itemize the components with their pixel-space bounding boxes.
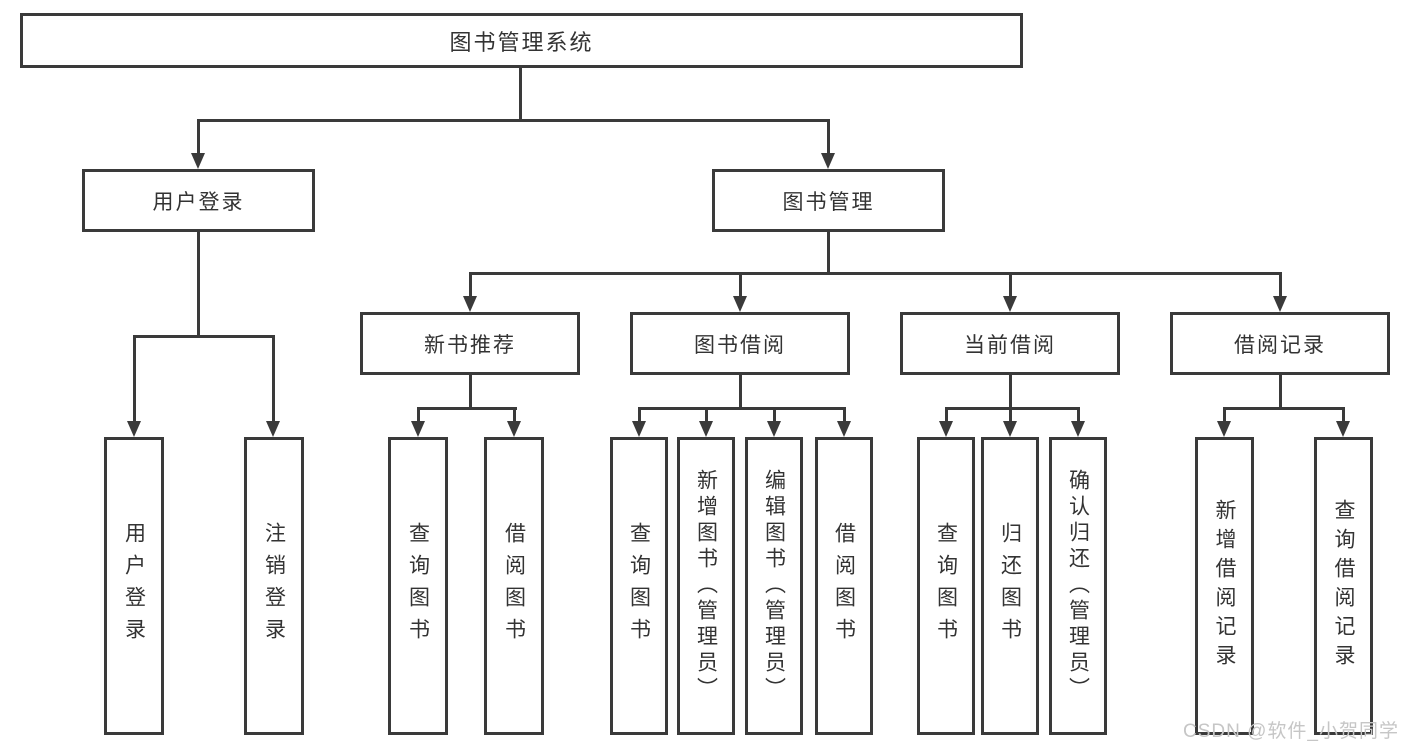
leaf-query-books-1: 查询图书 — [388, 437, 448, 735]
arrowhead-book-borrow — [733, 296, 747, 312]
arrowhead-return-book — [1003, 421, 1017, 437]
connector-stem-logout-leaf — [272, 335, 275, 423]
connector-user-login-hline — [133, 335, 275, 338]
node-new-book-recommend: 新书推荐 — [360, 312, 580, 375]
connector-stem-query-books-1 — [417, 407, 420, 423]
connector-stem-add-book — [705, 407, 708, 423]
arrowhead-borrow-books-1 — [507, 421, 521, 437]
connector-stem-current-borrow — [1009, 272, 1012, 298]
arrowhead-current-borrow — [1003, 296, 1017, 312]
node-current-borrow: 当前借阅 — [900, 312, 1120, 375]
arrowhead-add-book — [699, 421, 713, 437]
arrowhead-borrow-records — [1273, 296, 1287, 312]
connector-stem-book-management — [827, 119, 830, 155]
connector-stem-user-login — [197, 119, 200, 155]
node-library-system: 图书管理系统 — [20, 13, 1023, 68]
leaf-add-book-admin-label: 新增图书（管理员） — [694, 469, 718, 703]
arrowhead-login-leaf — [127, 421, 141, 437]
leaf-logout: 注销登录 — [244, 437, 304, 735]
connector-book-mgmt-vline — [827, 232, 830, 274]
leaf-query-books-3-label: 查询图书 — [934, 522, 958, 650]
leaf-edit-book-admin: 编辑图书（管理员） — [745, 437, 803, 735]
leaf-return-book: 归还图书 — [981, 437, 1039, 735]
leaf-borrow-books-2: 借阅图书 — [815, 437, 873, 735]
node-book-management-label: 图书管理 — [782, 190, 875, 214]
node-borrow-records-label: 借阅记录 — [1234, 333, 1326, 357]
arrowhead-query-books-3 — [939, 421, 953, 437]
connector-stem-query-record — [1342, 407, 1345, 423]
connector-current-borrow-hline — [945, 407, 1080, 410]
connector-stem-borrow-books-2 — [843, 407, 846, 423]
leaf-user-login-label: 用户登录 — [122, 522, 146, 650]
connector-stem-query-books-3 — [945, 407, 948, 423]
leaf-confirm-return-admin-label: 确认归还（管理员） — [1066, 469, 1090, 703]
leaf-add-borrow-record: 新增借阅记录 — [1195, 437, 1254, 735]
node-book-borrow-label: 图书借阅 — [694, 333, 786, 357]
node-user-login: 用户登录 — [82, 169, 315, 232]
leaf-add-borrow-record-label: 新增借阅记录 — [1213, 499, 1236, 673]
connector-stem-return-book — [1009, 407, 1012, 423]
node-book-management: 图书管理 — [712, 169, 945, 232]
csdn-watermark: CSDN @软件_小贺同学 — [1183, 721, 1399, 742]
leaf-confirm-return-admin: 确认归还（管理员） — [1049, 437, 1107, 735]
connector-stem-borrow-books-1 — [513, 407, 516, 423]
leaf-query-books-2-label: 查询图书 — [627, 522, 651, 650]
arrowhead-user-login — [191, 153, 205, 169]
arrowhead-book-management — [821, 153, 835, 169]
arrowhead-new-book — [463, 296, 477, 312]
leaf-add-book-admin: 新增图书（管理员） — [677, 437, 735, 735]
connector-stem-confirm-return — [1077, 407, 1080, 423]
node-library-system-label: 图书管理系统 — [449, 29, 594, 55]
connector-borrow-records-hline — [1223, 407, 1345, 410]
connector-book-borrow-vline — [739, 375, 742, 409]
connector-stem-login-leaf — [133, 335, 136, 423]
leaf-edit-book-admin-label: 编辑图书（管理员） — [762, 469, 786, 703]
node-current-borrow-label: 当前借阅 — [964, 333, 1056, 357]
arrowhead-logout-leaf — [266, 421, 280, 437]
leaf-borrow-books-1: 借阅图书 — [484, 437, 544, 735]
connector-book-mgmt-hline — [469, 272, 1282, 275]
arrowhead-confirm-return — [1071, 421, 1085, 437]
arrowhead-borrow-books-2 — [837, 421, 851, 437]
connector-stem-add-record — [1223, 407, 1226, 423]
node-book-borrow: 图书借阅 — [630, 312, 850, 375]
leaf-query-books-1-label: 查询图书 — [406, 522, 430, 650]
connector-current-borrow-vline — [1009, 375, 1012, 409]
leaf-borrow-books-2-label: 借阅图书 — [832, 522, 856, 650]
leaf-logout-label: 注销登录 — [262, 522, 286, 650]
leaf-user-login: 用户登录 — [104, 437, 164, 735]
connector-root-hline — [197, 119, 830, 122]
arrowhead-add-record — [1217, 421, 1231, 437]
connector-stem-query-books-2 — [638, 407, 641, 423]
connector-stem-book-borrow — [739, 272, 742, 298]
node-borrow-records: 借阅记录 — [1170, 312, 1390, 375]
leaf-query-borrow-record: 查询借阅记录 — [1314, 437, 1373, 735]
connector-stem-edit-book — [773, 407, 776, 423]
leaf-query-borrow-record-label: 查询借阅记录 — [1332, 499, 1355, 673]
connector-borrow-records-vline — [1279, 375, 1282, 409]
connector-new-book-hline — [417, 407, 517, 410]
connector-root-vline — [519, 68, 522, 121]
connector-user-login-vline — [197, 232, 200, 337]
arrowhead-query-record — [1336, 421, 1350, 437]
arrowhead-query-books-1 — [411, 421, 425, 437]
connector-stem-borrow-records — [1279, 272, 1282, 298]
arrowhead-edit-book — [767, 421, 781, 437]
node-new-book-recommend-label: 新书推荐 — [424, 333, 516, 357]
connector-new-book-vline — [469, 375, 472, 409]
arrowhead-query-books-2 — [632, 421, 646, 437]
leaf-borrow-books-1-label: 借阅图书 — [502, 522, 526, 650]
connector-book-borrow-hline — [638, 407, 846, 410]
leaf-query-books-3: 查询图书 — [917, 437, 975, 735]
connector-stem-new-book — [469, 272, 472, 298]
node-user-login-label: 用户登录 — [152, 190, 245, 214]
leaf-return-book-label: 归还图书 — [998, 522, 1022, 650]
leaf-query-books-2: 查询图书 — [610, 437, 668, 735]
